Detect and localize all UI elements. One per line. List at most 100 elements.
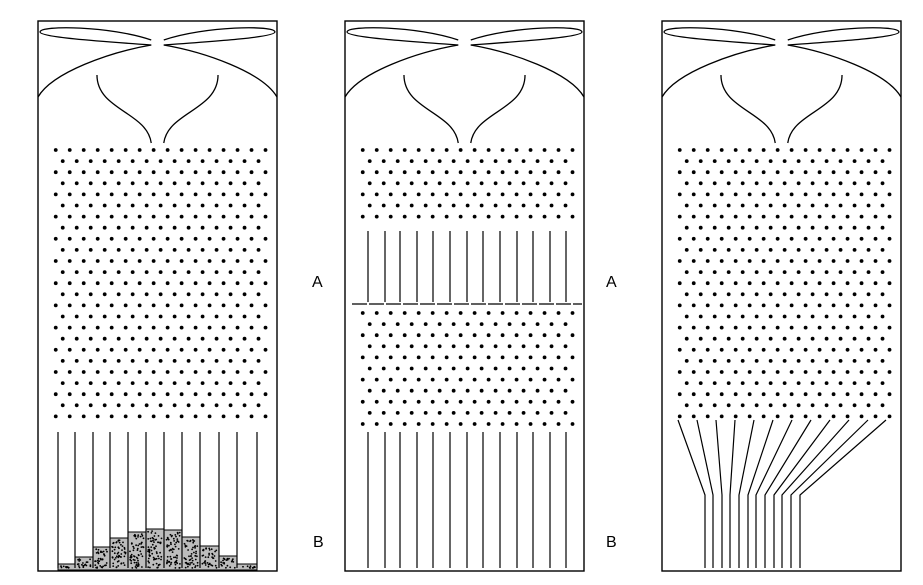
peg [712, 248, 717, 252]
peg [838, 159, 843, 164]
peg [563, 159, 568, 164]
peg [395, 411, 400, 415]
sand-grain [174, 545, 177, 548]
peg [207, 392, 212, 397]
peg [761, 347, 766, 352]
peg [81, 148, 86, 152]
sand-grain [100, 566, 103, 568]
peg [367, 203, 372, 208]
peg [116, 203, 121, 208]
peg [193, 192, 198, 197]
peg [200, 359, 205, 363]
peg [53, 303, 58, 308]
peg [416, 399, 421, 404]
sand-grain [228, 557, 230, 560]
peg [535, 344, 540, 349]
peg [796, 181, 801, 186]
peg [740, 225, 745, 230]
peg [437, 159, 442, 164]
peg [165, 347, 170, 352]
peg [535, 159, 540, 164]
peg [186, 181, 191, 186]
peg [67, 370, 72, 374]
peg [81, 281, 86, 286]
peg [235, 236, 240, 241]
sand-grain [148, 555, 151, 557]
peg [200, 381, 205, 385]
peg [500, 422, 505, 426]
peg [144, 159, 149, 164]
peg [437, 181, 442, 186]
peg [754, 203, 759, 208]
peg [81, 370, 86, 374]
peg [514, 311, 519, 315]
peg [486, 192, 491, 197]
peg [761, 236, 766, 241]
sand-grain [103, 553, 106, 556]
peg [852, 225, 857, 230]
peg [838, 270, 843, 274]
peg [116, 403, 121, 408]
funnel-spout-right [787, 74, 843, 144]
peg [137, 303, 142, 308]
peg [102, 359, 107, 363]
sand-grain [189, 539, 192, 542]
peg [214, 359, 219, 363]
peg [158, 248, 163, 252]
sand-grain [155, 538, 158, 541]
peg [726, 248, 731, 252]
peg [803, 392, 808, 397]
sand-grain [147, 530, 150, 533]
converging-channel [773, 419, 831, 568]
peg [507, 181, 512, 186]
peg [542, 214, 547, 219]
sand-grain [136, 549, 139, 551]
sand-grain [157, 566, 159, 569]
peg [698, 359, 703, 363]
sand-grain [175, 561, 178, 564]
sand-grain [117, 565, 120, 567]
peg [528, 333, 533, 338]
peg [144, 336, 149, 341]
sand-grain [185, 561, 188, 564]
peg [416, 377, 421, 382]
peg [782, 336, 787, 341]
peg [768, 181, 773, 186]
peg [570, 214, 575, 219]
peg [747, 281, 752, 286]
sand-grain [140, 533, 143, 536]
peg [95, 281, 100, 286]
peg [130, 403, 135, 408]
peg [228, 270, 233, 274]
peg [726, 314, 731, 319]
peg [193, 259, 198, 263]
peg [514, 148, 519, 152]
peg [242, 359, 247, 363]
converging-channel [715, 419, 723, 568]
peg [444, 355, 449, 360]
peg [402, 377, 407, 382]
peg [677, 325, 682, 330]
sand-grain [79, 559, 82, 561]
peg [74, 203, 79, 208]
peg [514, 355, 519, 360]
peg [549, 388, 554, 393]
peg [810, 248, 815, 252]
peg [873, 259, 878, 263]
sand-grain [155, 562, 158, 565]
peg [186, 381, 191, 385]
peg [242, 381, 247, 385]
peg [144, 225, 149, 230]
peg [500, 170, 505, 175]
peg [95, 170, 100, 175]
peg [123, 347, 128, 352]
sand-grain [155, 545, 157, 548]
panel-2 [344, 20, 585, 572]
peg [677, 170, 682, 175]
sand-grain [123, 555, 126, 558]
peg [824, 181, 829, 186]
sand-grain [115, 555, 118, 558]
peg [109, 347, 114, 352]
peg [789, 214, 794, 219]
peg [228, 248, 233, 252]
